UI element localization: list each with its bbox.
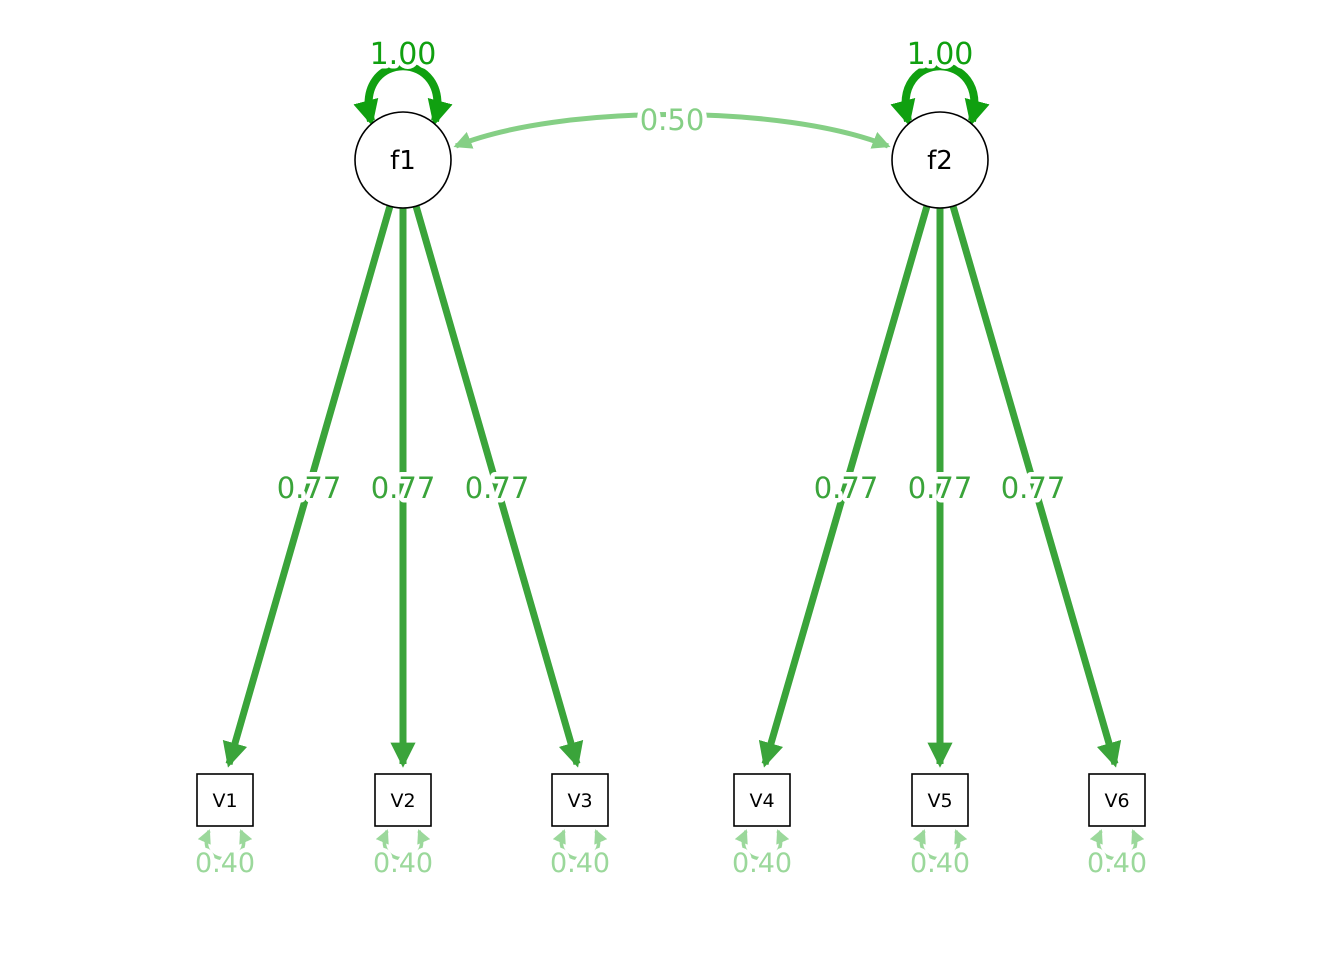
loading-value-f1-v2: 0.77 [371, 471, 436, 505]
residual-loop-v1 [197, 829, 253, 861]
residual-loop-v4 [734, 829, 790, 861]
factor-node-f1 [354, 111, 452, 209]
factor-node-f2 [891, 111, 989, 209]
residual-loop-v5 [912, 829, 968, 861]
variance-value-f1: 1.00 [370, 37, 437, 72]
manifest-label-v4: V4 [749, 790, 774, 812]
residual-value-v6: 0.40 [1087, 848, 1147, 879]
residual-value-v3: 0.40 [550, 848, 610, 879]
loading-value-f1-v1: 0.77 [277, 471, 342, 505]
loading-value-f2-v4: 0.77 [814, 471, 879, 505]
residual-loop-v6 [1089, 829, 1145, 861]
factor-label-f2: f2 [927, 146, 953, 176]
manifest-label-v2: V2 [390, 790, 415, 812]
variance-loop-f2 [890, 62, 990, 126]
loading-value-f2-v5: 0.77 [908, 471, 973, 505]
covariance-arrow-f1-f2 [453, 112, 891, 149]
manifest-node-v4 [733, 773, 791, 827]
manifest-node-v3 [551, 773, 609, 827]
manifest-node-v2 [374, 773, 432, 827]
residual-value-v4: 0.40 [732, 848, 792, 879]
residual-value-v1: 0.40 [195, 848, 255, 879]
variance-value-f2: 1.00 [907, 37, 974, 72]
residual-loop-v2 [375, 829, 431, 861]
residual-value-v5: 0.40 [910, 848, 970, 879]
manifest-label-v1: V1 [212, 790, 237, 812]
residual-loop-v3 [552, 829, 608, 861]
manifest-node-v6 [1088, 773, 1146, 827]
variance-loop-f1 [353, 62, 453, 126]
residual-value-v2: 0.40 [373, 848, 433, 879]
loading-arrow-f2-v4 [758, 205, 931, 768]
factor-label-f1: f1 [390, 146, 416, 176]
manifest-node-v5 [911, 773, 969, 827]
manifest-label-v3: V3 [567, 790, 592, 812]
manifest-label-v6: V6 [1104, 790, 1129, 812]
manifest-node-v1 [196, 773, 254, 827]
manifest-label-v5: V5 [927, 790, 952, 812]
loading-arrow-f1-v1 [222, 205, 394, 768]
loading-value-f2-v6: 0.77 [1001, 471, 1066, 505]
loading-arrow-f2-v6 [949, 205, 1122, 768]
loading-value-f1-v3: 0.77 [465, 471, 530, 505]
covariance-value: 0.50 [640, 103, 705, 137]
loading-arrow-f1-v3 [412, 205, 584, 768]
